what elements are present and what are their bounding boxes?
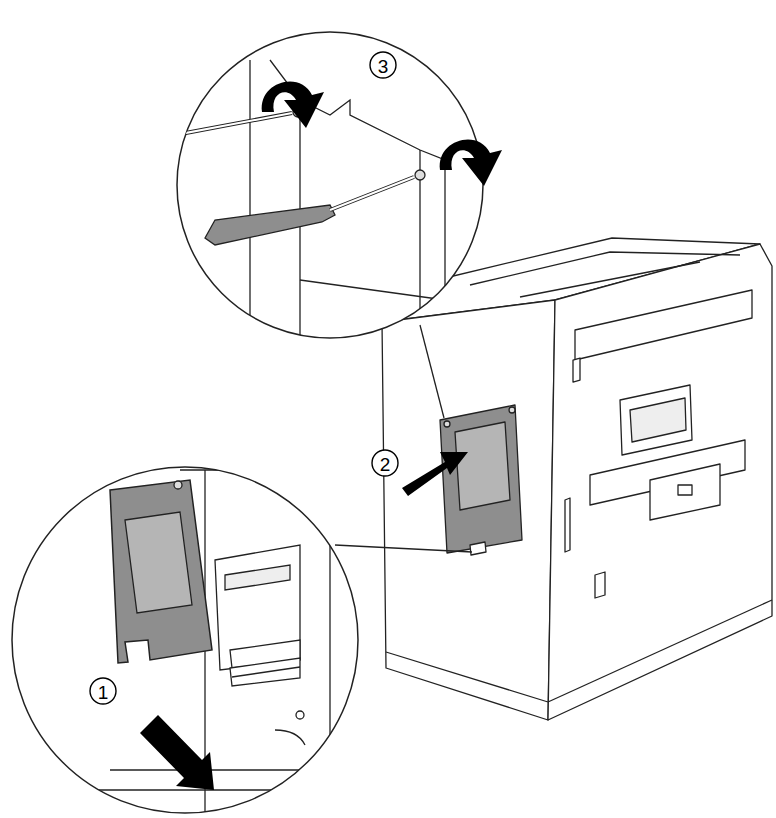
callout-number: 1	[98, 683, 109, 702]
printer-back	[548, 244, 772, 720]
attach-arrow	[140, 715, 214, 790]
callout-number: 2	[380, 455, 391, 474]
callout-number: 3	[378, 57, 389, 76]
detail-circle	[12, 467, 358, 813]
insert-arrow	[402, 452, 468, 496]
callout-ring	[90, 52, 398, 704]
side-cover	[440, 405, 522, 553]
detail-circle	[177, 32, 483, 338]
printer-side	[382, 300, 555, 720]
rotate-arrows	[262, 81, 502, 186]
